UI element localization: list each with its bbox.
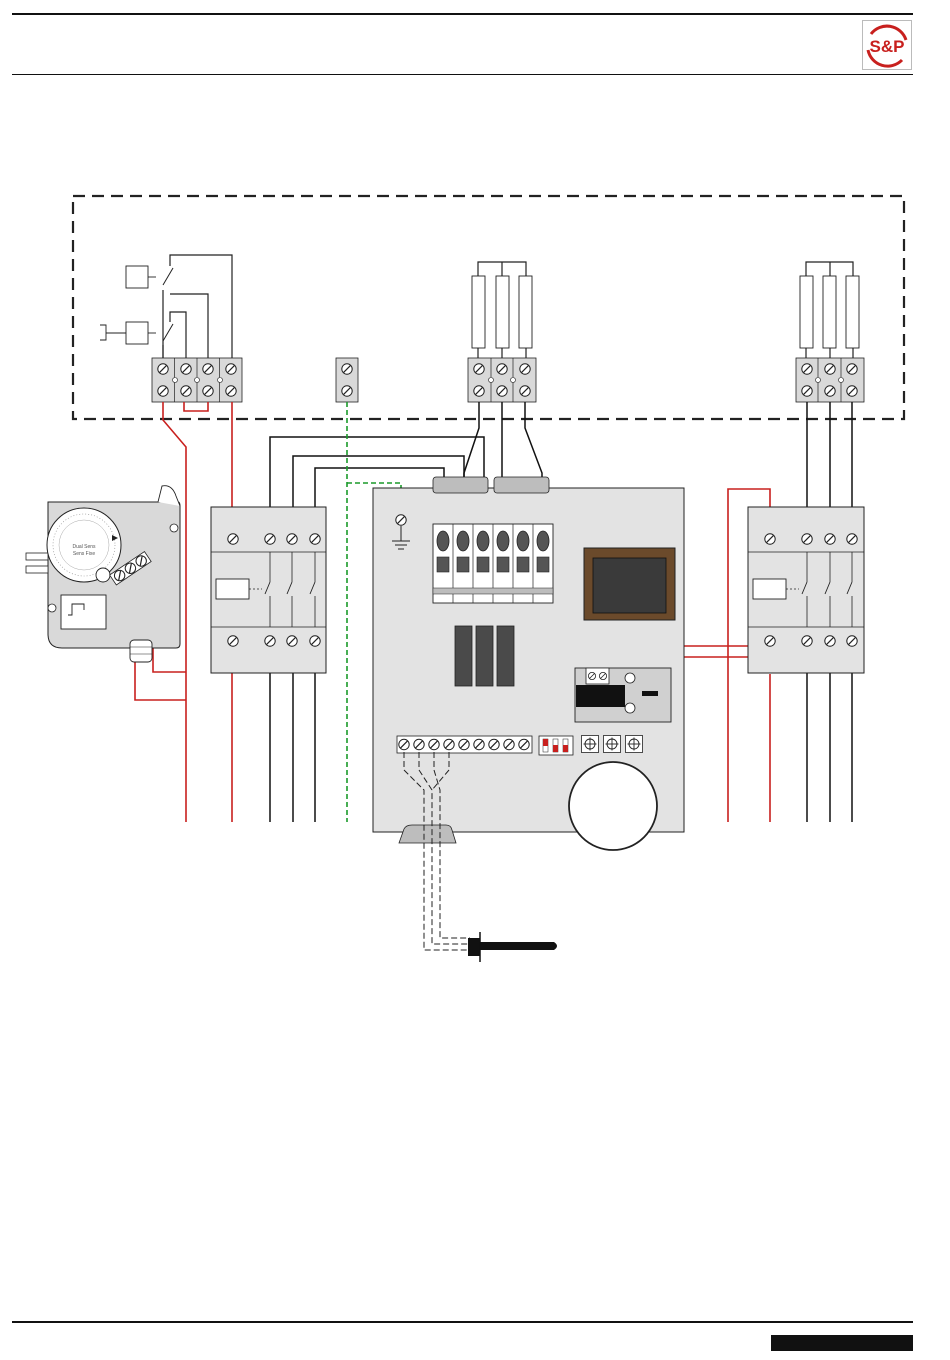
cable-gland-bottom (399, 825, 456, 843)
temperature-probe-icon (468, 932, 557, 962)
footer-rule (12, 1321, 913, 1323)
cable-gland-top-2 (494, 477, 549, 493)
heater-bank-2 (796, 262, 864, 402)
footer-bar (771, 1335, 913, 1351)
dial-label-2: Sens Fixe (73, 551, 95, 557)
heater-bank-1 (468, 262, 536, 402)
relay-coil-icon (753, 579, 786, 599)
relay-module (575, 668, 671, 722)
relay-coil-icon (216, 579, 249, 599)
dial-label-1: Dual Sens (72, 544, 96, 550)
capacitor-circle (569, 762, 657, 850)
triac-2 (476, 626, 493, 686)
transformer-icon (584, 548, 675, 620)
signal-terminal-strip (397, 736, 532, 753)
fuse-holder-block (433, 524, 553, 603)
potentiometer-2[interactable] (604, 736, 621, 753)
triac-3 (497, 626, 514, 686)
triac-1 (455, 626, 472, 686)
control-board (373, 477, 684, 850)
contactor-1 (211, 507, 326, 673)
safety-terminal-strip (152, 358, 242, 402)
cable-gland-top-1 (433, 477, 488, 493)
earth-terminal (336, 358, 358, 402)
potentiometer-3[interactable] (626, 736, 643, 753)
pressure-switch: Dual Sens Sens Fixe (26, 486, 180, 662)
thermal-switch-2 (100, 312, 186, 358)
contactor-2 (748, 507, 864, 673)
potentiometer-1[interactable] (582, 736, 599, 753)
dip-switch-block[interactable] (539, 736, 573, 755)
